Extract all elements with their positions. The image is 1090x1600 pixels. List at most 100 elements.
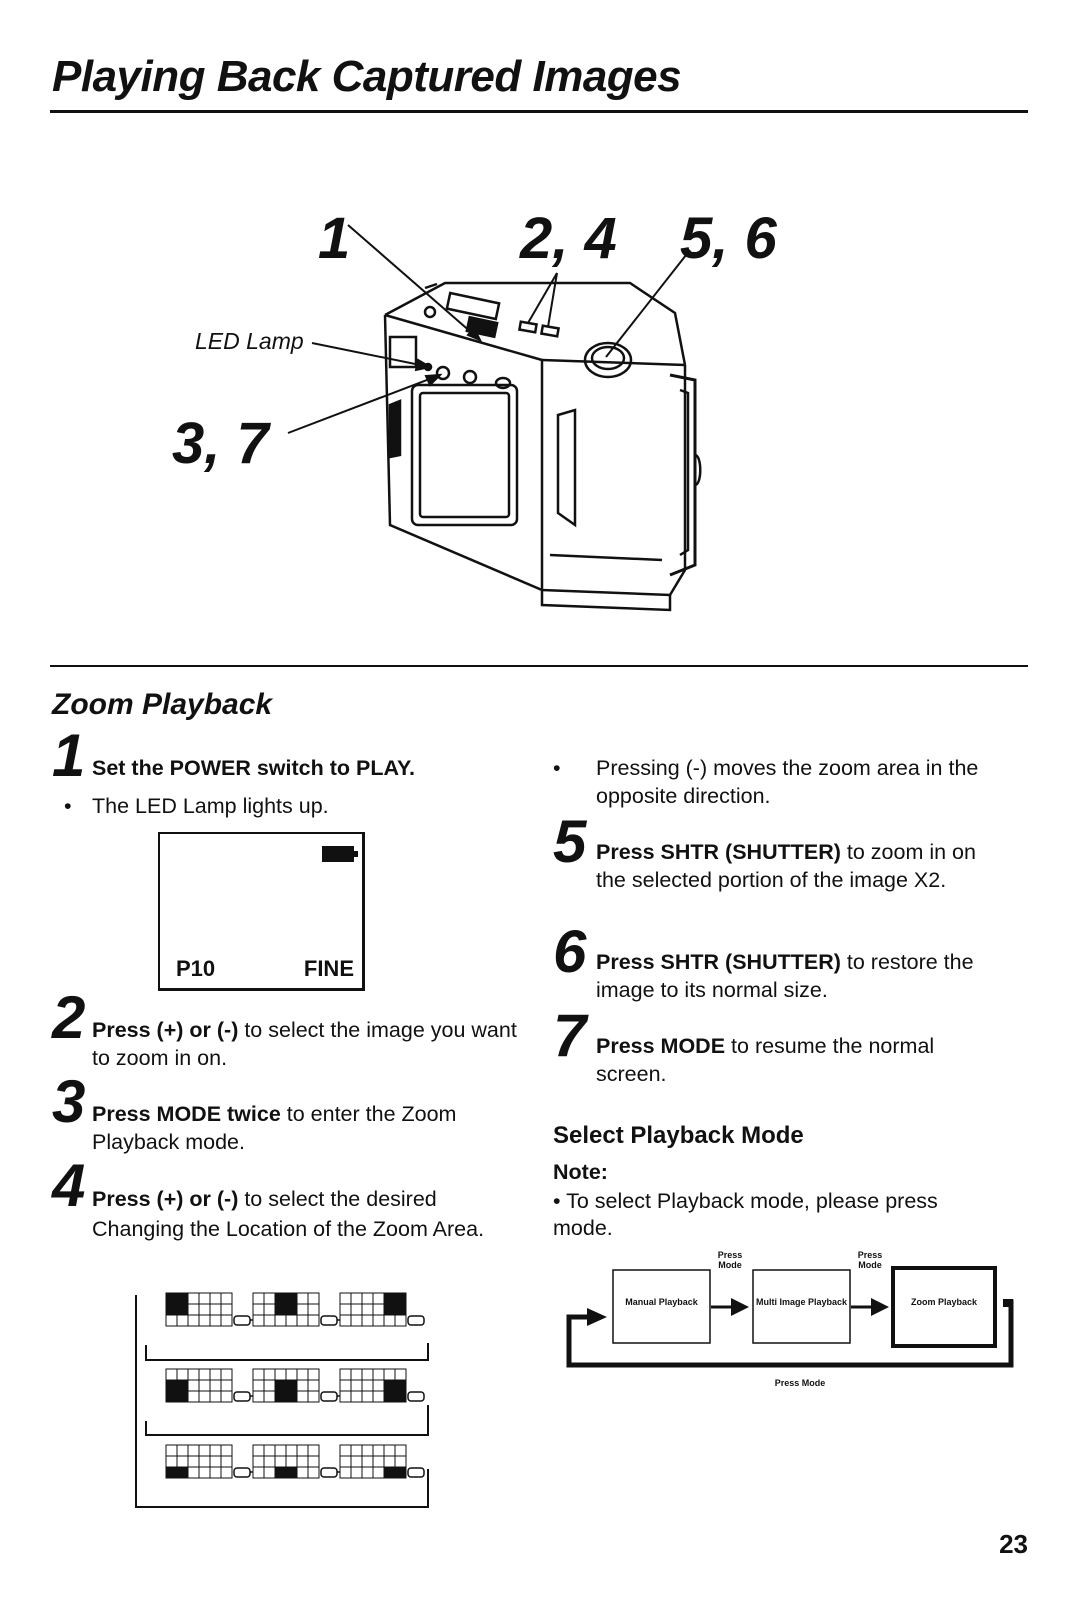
lcd-display: P10 FINE <box>158 832 365 991</box>
zoom-grid-cell <box>220 1455 233 1468</box>
zoom-grid-cell <box>285 1379 298 1392</box>
step-instruction: Press SHTR (SHUTTER) <box>596 840 841 864</box>
zoom-grid-cell <box>165 1379 178 1392</box>
step-detail: to resume the normal screen. <box>596 1034 935 1086</box>
step-number: 4 <box>52 1152 86 1219</box>
zoom-grid-cell <box>187 1292 200 1305</box>
zoom-grid-cell <box>252 1303 265 1316</box>
zoom-grid-cell <box>372 1379 385 1392</box>
zoom-grid-cell <box>372 1466 385 1479</box>
zoom-grid-cell <box>383 1368 396 1381</box>
zoom-grid-cell <box>339 1292 352 1305</box>
zoom-grid-cell <box>187 1455 200 1468</box>
zoom-grid-cell <box>220 1314 233 1327</box>
zoom-grid-cell <box>198 1466 211 1479</box>
zoom-grid-cell <box>383 1314 396 1327</box>
minus-button-icon <box>407 1391 425 1402</box>
zoom-grid-cell <box>339 1466 352 1479</box>
callout-1: 1 <box>318 206 351 271</box>
zoom-grid-cell <box>307 1292 320 1305</box>
step-detail: to select the desired Changing the Locat… <box>92 1187 485 1241</box>
zoom-grid-cell <box>187 1379 200 1392</box>
page-number: 23 <box>999 1529 1028 1559</box>
zoom-grid-cell <box>198 1379 211 1392</box>
zoom-grid-cell <box>350 1292 363 1305</box>
zoom-grid-cell <box>307 1455 320 1468</box>
zoom-grid-cell <box>165 1368 178 1381</box>
zoom-grid-cell <box>307 1314 320 1327</box>
step-detail: to enter the Zoom Playback mode. <box>92 1102 457 1154</box>
led-lamp-label: LED Lamp <box>195 328 304 354</box>
bullet-text: The LED Lamp lights up. <box>92 794 329 818</box>
zoom-grid-cell <box>350 1390 363 1403</box>
zoom-grid-cell <box>263 1303 276 1316</box>
zoom-grid-cell <box>252 1444 265 1457</box>
zoom-grid-cell <box>350 1303 363 1316</box>
zoom-grid-cell <box>165 1444 178 1457</box>
zoom-grid-cell <box>220 1444 233 1457</box>
zoom-grid-cell <box>263 1466 276 1479</box>
zoom-grid-cell <box>296 1314 309 1327</box>
zoom-grid-cell <box>394 1390 407 1403</box>
zoom-grid-cell <box>263 1368 276 1381</box>
zoom-grid-cell <box>274 1466 287 1479</box>
zoom-grid-cell <box>296 1390 309 1403</box>
zoom-grid-cell <box>165 1390 178 1403</box>
zoom-grid-cell <box>252 1466 265 1479</box>
zoom-grid-cell <box>252 1455 265 1468</box>
zoom-grid-cell <box>220 1303 233 1316</box>
mode-box-zoom: Zoom Playback <box>910 1297 978 1307</box>
zoom-grid-cell <box>220 1379 233 1392</box>
step-number: 6 <box>553 918 587 985</box>
lcd-quality: FINE <box>303 956 354 981</box>
zoom-grid-cell <box>176 1455 189 1468</box>
step-3: 3 Press MODE twice to enter the Zoom Pla… <box>52 1072 522 1156</box>
minus-button-icon <box>320 1315 338 1326</box>
zoom-grid-cell <box>176 1444 189 1457</box>
zoom-grid-cell <box>263 1292 276 1305</box>
zoom-grid-cell <box>263 1444 276 1457</box>
zoom-grid-cell <box>165 1455 178 1468</box>
step-detail: to select the image you want to zoom in … <box>92 1018 517 1070</box>
step-instruction: Press SHTR (SHUTTER) <box>596 950 841 974</box>
step-instruction: Press (+) or (-) <box>92 1187 239 1211</box>
zoom-grid-cell <box>383 1466 396 1479</box>
step-number: 3 <box>52 1068 86 1135</box>
zoom-grid-cell <box>176 1390 189 1403</box>
zoom-grid-cell <box>263 1314 276 1327</box>
zoom-grid-cell <box>209 1390 222 1403</box>
zoom-grid-cell <box>252 1368 265 1381</box>
zoom-grid-cell <box>372 1292 385 1305</box>
note-label: Note: <box>553 1160 608 1184</box>
zoom-grid-cell <box>361 1379 374 1392</box>
zoom-grid-cell <box>187 1368 200 1381</box>
callout-2-4: 2, 4 <box>520 206 617 271</box>
zoom-grid-cell <box>263 1390 276 1403</box>
zoom-grid-cell <box>383 1455 396 1468</box>
zoom-grid-cell <box>165 1466 178 1479</box>
zoom-grid-cell <box>383 1303 396 1316</box>
zoom-grid-cell <box>176 1314 189 1327</box>
zoom-grid-cell <box>198 1314 211 1327</box>
zoom-grid-cell <box>263 1379 276 1392</box>
zoom-grid-cell <box>165 1314 178 1327</box>
zoom-grid-cell <box>296 1455 309 1468</box>
zoom-grid-cell <box>274 1314 287 1327</box>
zoom-grid-cell <box>274 1292 287 1305</box>
step-number: 7 <box>553 1002 587 1069</box>
step-2: 2 Press (+) or (-) to select the image y… <box>52 988 527 1072</box>
bullet-dot: • <box>553 756 561 780</box>
zoom-grid-cell <box>274 1379 287 1392</box>
zoom-grid-cell <box>209 1466 222 1479</box>
zoom-grid-cell <box>209 1368 222 1381</box>
zoom-grid-cell <box>285 1368 298 1381</box>
zoom-grid-cell <box>198 1390 211 1403</box>
step-number: 5 <box>553 808 587 875</box>
select-playback-heading: Select Playback Mode <box>553 1122 804 1149</box>
step-number: 2 <box>52 984 86 1051</box>
zoom-grid-cell <box>361 1292 374 1305</box>
zoom-grid-cell <box>220 1390 233 1403</box>
page-title: Playing Back Captured Images <box>52 52 682 101</box>
minus-button-icon <box>233 1315 251 1326</box>
zoom-grid-cell <box>285 1314 298 1327</box>
